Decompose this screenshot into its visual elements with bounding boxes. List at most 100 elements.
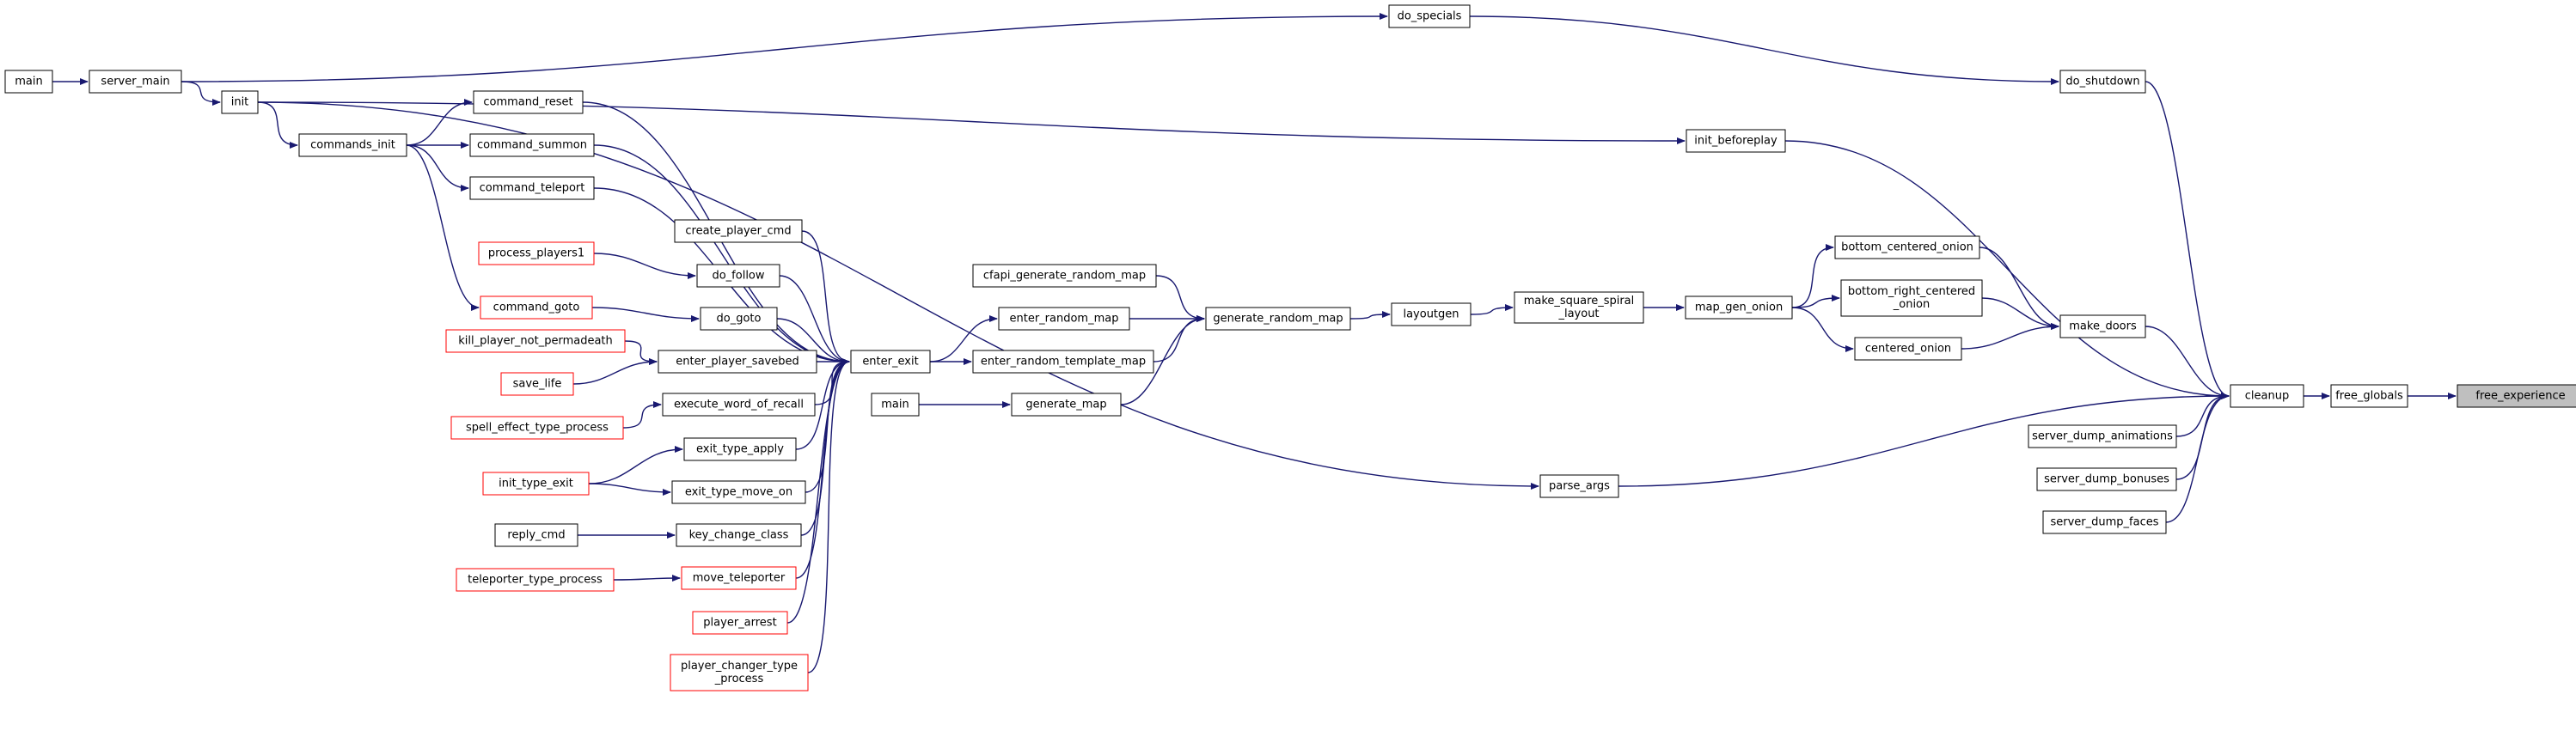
edge-commands-init-to-command-goto [406,144,480,311]
node-command-goto[interactable]: command_goto [480,295,593,320]
edge-enter-exit-to-enter-random-map [929,315,998,362]
node-create-player-cmd[interactable]: create_player_cmd [674,219,803,243]
node-label: free_experience [2475,390,2565,403]
node-label: command_teleport [480,182,585,195]
node-exit-type-move-on[interactable]: exit_type_move_on [671,480,806,504]
node-move-teleporter[interactable]: move_teleporter [681,566,797,590]
edge-command-goto-to-do-goto [591,307,700,322]
node-main-2[interactable]: main [871,393,920,417]
node-box [1840,279,1983,317]
edge-spell-effect-type-process-to-execute-word-of-recall [622,401,662,429]
node-key-change-class[interactable]: key_change_class [676,523,802,547]
node-box [1514,291,1644,324]
node-enter-random-map[interactable]: enter_random_map [998,307,1130,331]
node-box [676,523,802,547]
node-generate-random-map[interactable]: generate_random_map [1205,307,1351,331]
node-save-life[interactable]: save_life [500,372,574,396]
node-parse-args[interactable]: parse_args [1539,474,1619,498]
edge-process-players1-to-do-follow [593,253,696,279]
node-command-reset[interactable]: command_reset [473,90,584,114]
node-enter-random-template-map[interactable]: enter_random_template_map [972,350,1154,374]
node-generate-map[interactable]: generate_map [1011,393,1122,417]
node-label: bottom_right_centered [1848,285,1975,298]
node-box [1391,302,1472,326]
node-execute-word-of-recall[interactable]: execute_word_of_recall [662,393,816,417]
node-do-follow[interactable]: do_follow [696,264,780,288]
node-box [681,566,797,590]
node-command-teleport[interactable]: command_teleport [469,176,595,200]
edge-save-life-to-enter-player-savebed [572,358,658,385]
node-box [469,133,595,157]
node-do-specials[interactable]: do_specials [1388,4,1471,28]
node-init[interactable]: init [221,90,259,114]
node-main-1[interactable]: main [4,70,53,94]
node-do-goto[interactable]: do_goto [700,307,778,331]
node-player-changer-type-process[interactable]: player_changer_type_process [670,654,809,691]
node-label: map_gen_onion [1695,302,1783,314]
node-make-doors[interactable]: make_doors [2059,314,2146,338]
node-server-dump-animations[interactable]: server_dump_animations [2028,424,2177,448]
node-enter-exit[interactable]: enter_exit [850,350,931,374]
node-box [696,264,780,288]
node-box [2457,384,2576,408]
node-map-gen-onion[interactable]: map_gen_onion [1685,295,1793,320]
node-bottom-right-centered-onion[interactable]: bottom_right_centered_onion [1840,279,1983,317]
node-label: init [231,96,249,109]
node-init-type-exit[interactable]: init_type_exit [482,472,590,496]
node-label: spell_effect_type_process [466,422,609,435]
node-exit-type-apply[interactable]: exit_type_apply [683,437,797,461]
node-centered-onion[interactable]: centered_onion [1854,337,1962,361]
edge-teleporter-type-process-to-move-teleporter [613,575,681,582]
node-box [850,350,931,374]
node-label: enter_random_template_map [981,356,1146,369]
node-do-shutdown[interactable]: do_shutdown [2059,70,2146,94]
node-label: generate_random_map [1213,313,1343,326]
node-label: do_goto [717,313,762,326]
node-box [482,472,590,496]
node-bottom-centered-onion[interactable]: bottom_centered_onion [1834,235,1980,259]
node-label: server_dump_bonuses [2044,473,2169,486]
node-command-summon[interactable]: command_summon [469,133,595,157]
node-init-beforeplay[interactable]: init_beforeplay [1686,129,1786,153]
node-label: do_shutdown [2065,76,2139,88]
node-teleporter-type-process[interactable]: teleporter_type_process [456,568,615,592]
node-layoutgen[interactable]: layoutgen [1391,302,1472,326]
node-label: command_summon [477,139,587,152]
node-label: main [15,76,42,88]
node-server-dump-bonuses[interactable]: server_dump_bonuses [2036,467,2177,491]
edge-server-dump-animations-to-cleanup [2175,393,2230,437]
node-player-arrest[interactable]: player_arrest [692,611,788,635]
edge-bottom-centered-onion-to-make-doors [1979,247,2059,330]
node-box [298,133,407,157]
edge-key-change-class-to-enter-exit [800,358,850,536]
node-box [1834,235,1980,259]
edge-enter-random-template-map-to-generate-random-map [1153,315,1205,362]
node-label: server_dump_faces [2050,516,2158,529]
node-enter-player-savebed[interactable]: enter_player_savebed [658,350,817,374]
node-spell-effect-type-process[interactable]: spell_effect_type_process [450,416,624,440]
node-commands-init[interactable]: commands_init [298,133,407,157]
node-make-square-spiral-layout[interactable]: make_square_spiral_layout [1514,291,1644,324]
node-process-players1[interactable]: process_players1 [478,241,595,265]
edge-map-gen-onion-to-centered-onion [1791,307,1854,352]
node-label: cfapi_generate_random_map [983,270,1146,283]
node-free-globals[interactable]: free_globals [2330,384,2408,408]
node-label: bottom_centered_onion [1841,241,1973,254]
node-kill-player-not-permadeath[interactable]: kill_player_not_permadeath [445,329,626,353]
edge-do-goto-to-enter-exit [776,318,850,365]
node-server-main[interactable]: server_main [89,70,182,94]
node-cfapi-generate-random-map[interactable]: cfapi_generate_random_map [972,264,1157,288]
node-box [89,70,182,94]
node-cleanup[interactable]: cleanup [2230,384,2304,408]
node-box [670,654,809,691]
node-label: cleanup [2245,390,2289,403]
node-box [1539,474,1619,498]
node-server-dump-faces[interactable]: server_dump_faces [2042,510,2167,534]
node-label: commands_init [310,139,395,152]
node-label: player_changer_type [681,660,798,673]
node-reply-cmd[interactable]: reply_cmd [494,523,578,547]
node-box [2059,314,2146,338]
node-label: parse_args [1549,480,1610,493]
node-box [998,307,1130,331]
